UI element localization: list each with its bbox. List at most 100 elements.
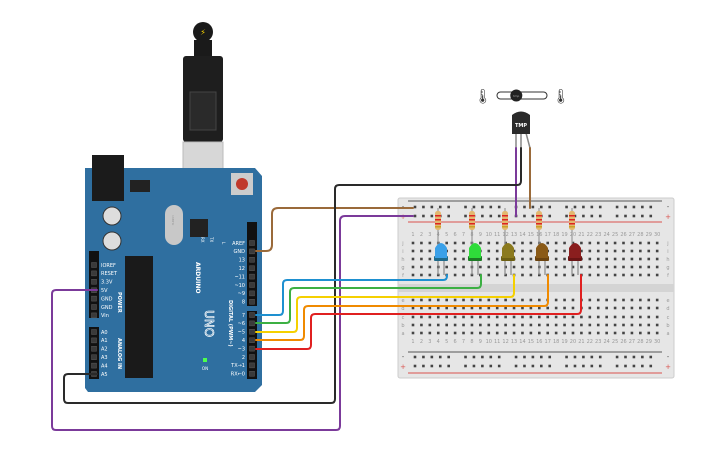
rail-hole[interactable] — [422, 214, 425, 218]
breadboard-hole[interactable] — [630, 265, 634, 269]
breadboard-hole[interactable] — [596, 241, 600, 245]
breadboard-hole[interactable] — [521, 273, 524, 277]
rail-hole[interactable] — [582, 364, 585, 368]
breadboard-hole[interactable] — [428, 331, 432, 335]
breadboard-hole[interactable] — [470, 331, 474, 335]
power-pin[interactable] — [91, 262, 97, 268]
breadboard-hole[interactable] — [647, 306, 651, 310]
breadboard-hole[interactable] — [580, 315, 583, 319]
rail-hole[interactable] — [422, 364, 425, 368]
breadboard-hole[interactable] — [453, 306, 457, 310]
breadboard-hole[interactable] — [504, 273, 507, 277]
breadboard-hole[interactable] — [538, 315, 541, 319]
breadboard-hole[interactable] — [487, 331, 491, 335]
led-blue[interactable] — [435, 243, 447, 258]
breadboard-hole[interactable] — [546, 331, 550, 335]
rail-hole[interactable] — [430, 205, 434, 209]
breadboard-hole[interactable] — [529, 241, 533, 245]
breadboard-hole[interactable] — [504, 323, 507, 327]
breadboard-hole[interactable] — [495, 257, 499, 261]
breadboard-hole[interactable] — [639, 323, 642, 327]
rail-hole[interactable] — [649, 214, 653, 218]
rail-hole[interactable] — [481, 205, 484, 209]
temperature-slider[interactable]: 🌡 tmp 🌡 — [474, 89, 570, 105]
breadboard-hole[interactable] — [470, 298, 474, 302]
breadboard-hole[interactable] — [655, 331, 659, 335]
breadboard-hole[interactable] — [563, 241, 566, 245]
slider-knob[interactable] — [510, 89, 523, 102]
breadboard-hole[interactable] — [495, 306, 499, 310]
digital-pin[interactable] — [249, 265, 255, 271]
breadboard-hole[interactable] — [479, 331, 482, 335]
rail-hole[interactable] — [413, 214, 417, 218]
breadboard-hole[interactable] — [622, 273, 625, 277]
breadboard-hole[interactable] — [554, 315, 558, 319]
breadboard-hole[interactable] — [453, 249, 457, 253]
breadboard-hole[interactable] — [655, 273, 659, 277]
breadboard-hole[interactable] — [411, 298, 415, 302]
breadboard-hole[interactable] — [571, 298, 575, 302]
rail-hole[interactable] — [573, 205, 577, 209]
rail-hole[interactable] — [590, 364, 594, 368]
breadboard-hole[interactable] — [630, 323, 634, 327]
breadboard-hole[interactable] — [428, 323, 432, 327]
rail-hole[interactable] — [447, 205, 450, 209]
digital-pin[interactable] — [249, 320, 255, 327]
breadboard-hole[interactable] — [445, 331, 448, 335]
breadboard-hole[interactable] — [521, 331, 524, 335]
breadboard-hole[interactable] — [613, 306, 617, 310]
breadboard-hole[interactable] — [588, 323, 592, 327]
rail-hole[interactable] — [548, 214, 552, 218]
breadboard-hole[interactable] — [588, 241, 592, 245]
digital-pin[interactable] — [249, 354, 255, 360]
breadboard-hole[interactable] — [487, 249, 491, 253]
digital-pin[interactable] — [249, 248, 255, 255]
breadboard-hole[interactable] — [655, 298, 659, 302]
breadboard-hole[interactable] — [563, 306, 566, 310]
breadboard-hole[interactable] — [504, 331, 507, 335]
rail-hole[interactable] — [447, 355, 450, 359]
breadboard-hole[interactable] — [512, 249, 516, 253]
breadboard-hole[interactable] — [563, 273, 566, 277]
breadboard-hole[interactable] — [411, 331, 415, 335]
analog-pin[interactable] — [91, 346, 97, 352]
led-red-assembly[interactable] — [568, 208, 582, 275]
breadboard-hole[interactable] — [647, 241, 651, 245]
breadboard-hole[interactable] — [588, 298, 592, 302]
breadboard-hole[interactable] — [571, 241, 575, 245]
breadboard-hole[interactable] — [613, 315, 617, 319]
breadboard-hole[interactable] — [647, 265, 651, 269]
wire-gnd-brown[interactable] — [255, 207, 414, 252]
rail-hole[interactable] — [531, 364, 535, 368]
breadboard-hole[interactable] — [428, 315, 432, 319]
breadboard-hole[interactable] — [462, 306, 465, 310]
breadboard-hole[interactable] — [647, 331, 651, 335]
rail-hole[interactable] — [649, 364, 653, 368]
breadboard-hole[interactable] — [546, 306, 550, 310]
breadboard-hole[interactable] — [495, 273, 499, 277]
wire-5v-purple[interactable] — [51, 215, 414, 431]
breadboard-hole[interactable] — [588, 249, 592, 253]
breadboard-hole[interactable] — [529, 306, 533, 310]
breadboard-hole[interactable] — [588, 273, 592, 277]
breadboard-hole[interactable] — [428, 273, 432, 277]
breadboard-hole[interactable] — [504, 315, 507, 319]
breadboard-hole[interactable] — [495, 265, 499, 269]
led-red[interactable] — [569, 243, 581, 258]
breadboard-hole[interactable] — [420, 265, 423, 269]
breadboard-hole[interactable] — [639, 249, 642, 253]
breadboard-hole[interactable] — [622, 241, 625, 245]
rail-hole[interactable] — [489, 214, 493, 218]
breadboard-hole[interactable] — [655, 249, 659, 253]
breadboard-hole[interactable] — [546, 323, 550, 327]
breadboard-hole[interactable] — [529, 249, 533, 253]
breadboard-hole[interactable] — [521, 306, 524, 310]
rail-hole[interactable] — [489, 355, 493, 359]
breadboard-hole[interactable] — [622, 257, 625, 261]
breadboard-hole[interactable] — [563, 257, 566, 261]
breadboard-hole[interactable] — [630, 298, 634, 302]
breadboard-hole[interactable] — [462, 265, 465, 269]
rail-hole[interactable] — [430, 214, 434, 218]
breadboard-hole[interactable] — [580, 241, 583, 245]
rail-hole[interactable] — [523, 364, 526, 368]
